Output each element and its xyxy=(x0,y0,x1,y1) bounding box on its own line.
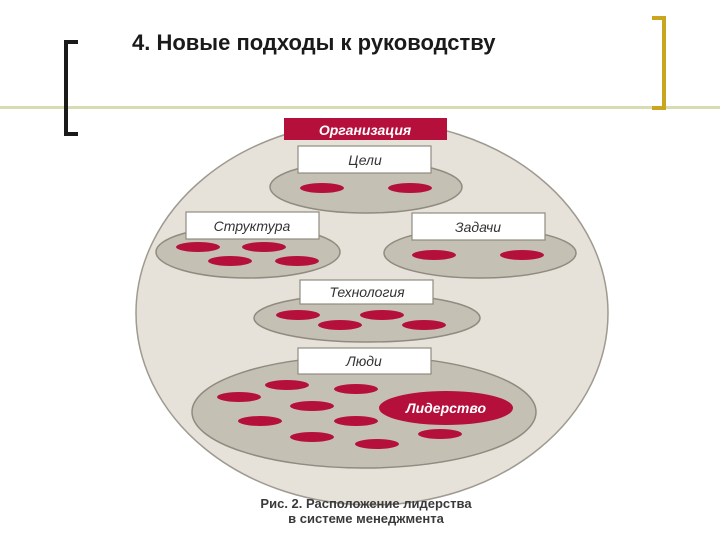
technology-element xyxy=(276,310,320,320)
people-element xyxy=(290,432,334,442)
technology-label: Технология xyxy=(329,284,405,300)
technology-element xyxy=(318,320,362,330)
left-bracket-decoration xyxy=(64,40,78,136)
task-element xyxy=(500,250,544,260)
people-element xyxy=(355,439,399,449)
technology-element xyxy=(402,320,446,330)
task-element xyxy=(412,250,456,260)
goal-element xyxy=(300,183,344,193)
technology-element xyxy=(360,310,404,320)
tasks-label: Задачи xyxy=(455,219,501,235)
structure-label: Структура xyxy=(214,218,291,234)
structure-element xyxy=(176,242,220,252)
decorative-line xyxy=(0,106,720,109)
figure-caption: Рис. 2. Расположение лидерства в системе… xyxy=(196,496,536,526)
technology-label-box xyxy=(299,279,434,305)
slide-title: 4. Новые подходы к руководству xyxy=(132,30,496,55)
goal-element xyxy=(388,183,432,193)
tasks-label-box xyxy=(411,212,546,241)
goals-label: Цели xyxy=(348,152,382,168)
people-element xyxy=(217,392,261,402)
structure-element xyxy=(275,256,319,266)
people-element xyxy=(334,416,378,426)
people-element xyxy=(238,416,282,426)
figure-caption-line2: в системе менеджмента xyxy=(288,511,444,526)
people-element xyxy=(265,380,309,390)
structure-label-box xyxy=(185,211,320,240)
people-label: Люди xyxy=(345,353,382,369)
people-element xyxy=(418,429,462,439)
structure-element xyxy=(242,242,286,252)
right-bracket-decoration xyxy=(652,16,666,110)
people-label-box xyxy=(297,347,432,375)
organization-label: Организация xyxy=(319,122,411,138)
goals-label-box xyxy=(297,145,432,174)
people-element xyxy=(334,384,378,394)
organization-label-box xyxy=(284,118,447,140)
figure-caption-line1: Рис. 2. Расположение лидерства xyxy=(260,496,472,511)
structure-element xyxy=(208,256,252,266)
leadership-ellipse xyxy=(379,391,513,425)
leadership-label: Лидерство xyxy=(405,400,487,416)
people-element xyxy=(290,401,334,411)
